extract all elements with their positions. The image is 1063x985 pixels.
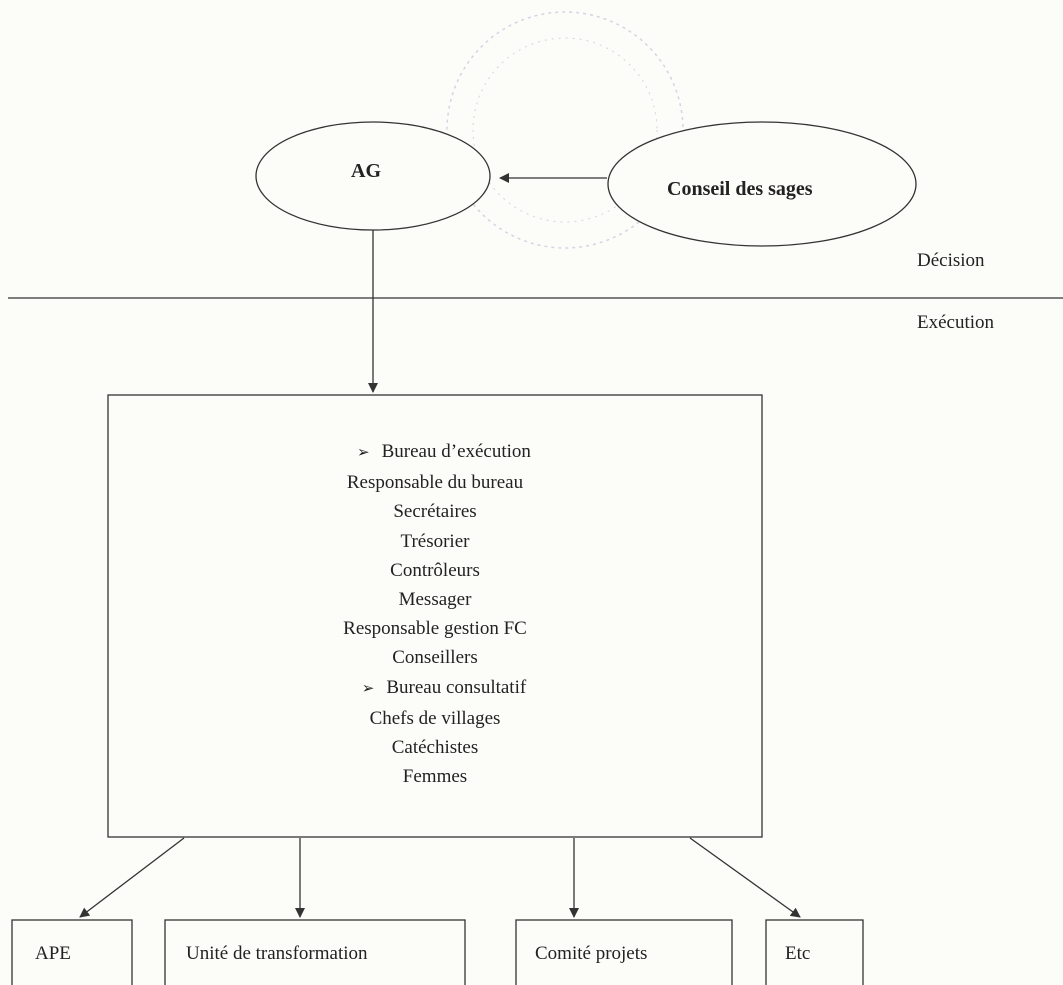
list-item: Trésorier <box>400 530 470 552</box>
conseil-ellipse <box>607 121 917 247</box>
list-item: Chefs de villages <box>369 707 501 729</box>
comite-box <box>515 919 733 985</box>
ape-box <box>11 919 133 985</box>
list-item: Responsable gestion FC <box>343 618 527 640</box>
etc-box <box>765 919 864 985</box>
list-item: Responsable du bureau <box>346 472 524 494</box>
conseil-label: Conseil des sages <box>667 178 813 200</box>
list-item: Femmes <box>402 766 468 788</box>
ape-label: APE <box>35 943 71 964</box>
main-box <box>107 394 763 838</box>
zone-decision-label: Décision <box>917 250 985 271</box>
list-item: Conseillers <box>392 647 478 669</box>
main-box-text: ➢Bureau d’exécution Responsable du burea… <box>108 437 762 791</box>
ag-label: AG <box>351 160 381 182</box>
list-item: Messager <box>398 589 472 611</box>
section-heading-bureau-consultatif: ➢Bureau consultatif <box>361 676 527 698</box>
zone-execution-label: Exécution <box>917 312 995 333</box>
list-item: Secrétaires <box>393 501 477 523</box>
section-heading-bureau-execution: ➢Bureau d’exécution <box>357 441 531 462</box>
arrow-to-ape <box>79 837 185 918</box>
arrow-bullet-icon: ➢ <box>361 680 375 697</box>
arrow-to-etc <box>689 837 801 918</box>
unite-label: Unité de transformation <box>186 943 368 964</box>
unite-box <box>164 919 466 985</box>
etc-label: Etc <box>785 943 811 964</box>
arrow-bullet-icon: ➢ <box>357 445 370 461</box>
list-item: Contrôleurs <box>390 559 480 581</box>
comite-label: Comité projets <box>535 943 648 964</box>
list-item: Catéchistes <box>391 737 479 759</box>
